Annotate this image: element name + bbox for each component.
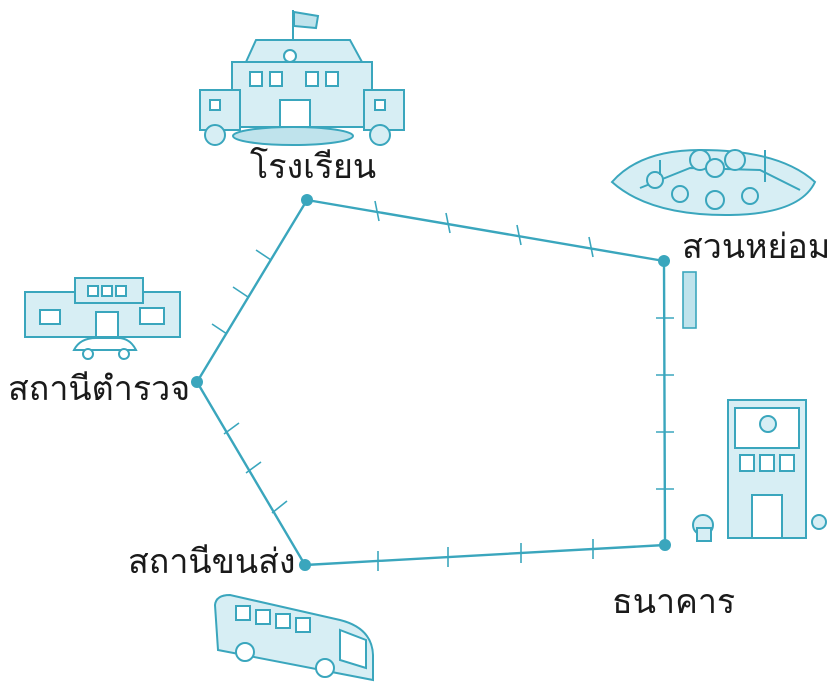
bank-building-icon	[692, 399, 827, 542]
school-building-icon	[199, 10, 405, 146]
label-bus-station: สถานีขนส่ง	[128, 542, 296, 582]
tick	[588, 236, 594, 258]
route-bank-busstation	[303, 543, 667, 567]
label-bank: ธนาคาร	[612, 582, 736, 622]
node-bus-station	[299, 559, 311, 571]
node-school	[301, 194, 313, 206]
tick-marks	[211, 200, 674, 571]
route-police-school	[195, 198, 309, 384]
tick	[374, 200, 380, 222]
route-park-bank	[662, 259, 667, 547]
label-school: โรงเรียน	[250, 147, 377, 187]
tick	[232, 286, 249, 298]
label-police-station: สถานีตำรวจ	[8, 369, 191, 409]
bus-icon	[213, 593, 374, 682]
tick	[223, 422, 240, 435]
park-marker-bar	[682, 271, 697, 329]
park-icon	[610, 148, 817, 217]
tick	[516, 224, 522, 246]
node-park	[658, 255, 670, 267]
police-station-icon	[24, 277, 181, 360]
tick	[245, 461, 262, 474]
route-school-park	[305, 198, 666, 263]
route-busstation-police	[195, 380, 307, 567]
label-park: สวนหย่อม	[682, 227, 827, 267]
node-bank	[659, 539, 671, 551]
node-police	[191, 376, 203, 388]
tick	[211, 323, 228, 335]
tick	[255, 249, 272, 261]
tick	[271, 500, 288, 514]
tick	[445, 212, 451, 234]
